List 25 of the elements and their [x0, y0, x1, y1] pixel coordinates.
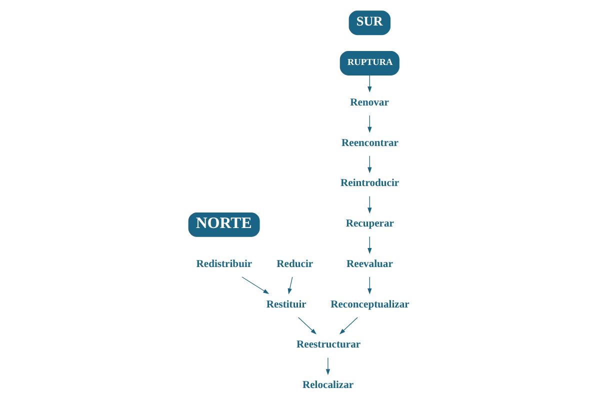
node-box: SUR	[348, 10, 390, 36]
arrow	[325, 357, 330, 376]
node-text: Recuperar	[345, 218, 394, 230]
arrow	[367, 276, 372, 294]
arrow	[367, 196, 372, 214]
node-text: Renovar	[350, 97, 388, 108]
arrow	[298, 317, 316, 334]
node-text: Reevaluar	[346, 258, 392, 270]
node-text: Redistribuir	[196, 258, 252, 270]
arrow	[338, 317, 358, 334]
node-box: NORTE	[188, 212, 260, 237]
node-box: RUPTURA	[339, 50, 399, 76]
node-text: Restituir	[266, 299, 306, 310]
arrow	[241, 276, 269, 294]
node-text: Reencontrar	[341, 138, 398, 149]
arrow	[367, 115, 372, 133]
node-text: Relocalizar	[302, 380, 354, 392]
node-text: Reconceptualizar	[330, 299, 409, 310]
node-text: Reintroducir	[340, 178, 399, 190]
arrow	[367, 156, 372, 174]
arrow	[287, 276, 292, 294]
arrow	[367, 74, 372, 92]
arrow	[367, 236, 372, 254]
node-text: Reducir	[276, 258, 313, 270]
node-text: Reestructurar	[296, 340, 360, 351]
